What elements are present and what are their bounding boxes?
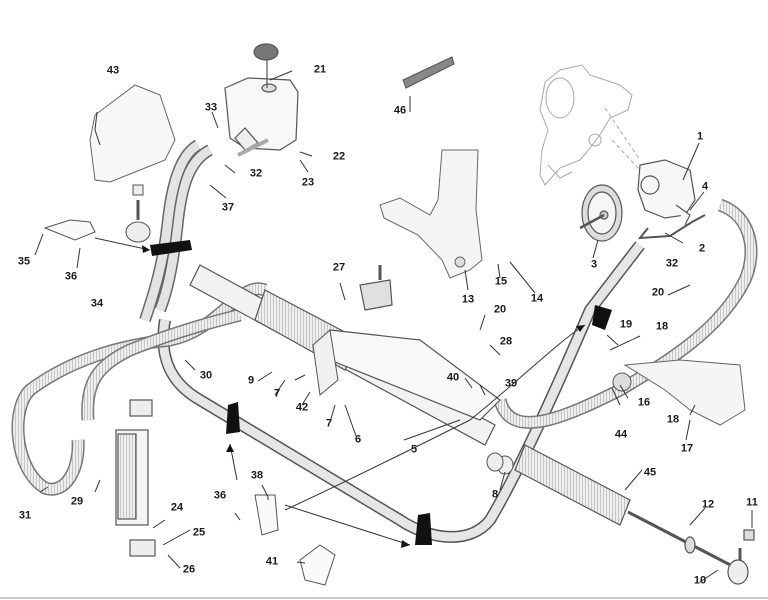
reservoir-hose-2-fill [140,141,201,322]
callout-36b: 36 [213,489,227,502]
corrugated-hose-left [11,282,268,496]
callout-11: 11 [746,496,758,509]
ball-joint-left [125,184,151,243]
rack-bush [486,452,514,475]
engine-block-ghost [539,64,641,186]
callout-8: 8 [491,488,499,501]
callout-45: 45 [643,466,657,479]
pad [402,56,455,89]
callout-42: 42 [295,401,309,414]
callout-34: 34 [90,297,104,310]
bottom-border [0,597,768,599]
callout-3: 3 [590,258,598,271]
hose-clamps [150,240,612,545]
callout-29: 29 [70,495,84,508]
callout-33: 33 [204,101,218,114]
callout-5: 5 [410,443,418,456]
callout-16: 16 [637,396,651,409]
callout-26: 26 [182,563,196,576]
callout-44: 44 [614,428,628,441]
leader-lines [34,70,753,583]
mounting-bracket [379,149,483,279]
arrow-heads [142,245,585,548]
heat-shield [623,359,746,426]
oil-cooler [115,399,156,557]
callout-32a: 32 [249,167,263,180]
pump-pulley [579,184,623,242]
callout-21: 21 [313,63,327,76]
callout-25: 25 [192,526,206,539]
callout-22: 22 [332,150,346,163]
fluid-reservoir [224,43,299,157]
callout-32b: 32 [665,257,679,270]
callout-46: 46 [393,104,407,117]
callout-6: 6 [354,433,362,446]
callout-7a: 7 [273,387,281,400]
corrugated-hose-right [493,198,758,429]
callout-19: 19 [619,318,633,331]
callout-20b: 20 [493,303,507,316]
callout-15: 15 [494,275,508,288]
callout-27: 27 [332,261,346,274]
power-steering-pump [637,159,696,226]
callout-28: 28 [499,335,513,348]
return-pipe [157,241,645,543]
callout-2: 2 [698,242,706,255]
callout-23: 23 [301,176,315,189]
callout-31: 31 [18,509,32,522]
pump-outlet-pipe [637,214,706,240]
callout-12: 12 [701,498,715,511]
callout-17: 17 [680,442,694,455]
callout-4: 4 [701,180,709,193]
callout-18b: 18 [666,413,680,426]
callout-1: 1 [696,130,704,143]
hose-grommet [612,372,632,392]
callout-9: 9 [247,374,255,387]
reservoir-bracket [89,84,176,183]
rack-clamp [312,329,339,396]
callout-41: 41 [265,555,279,568]
callout-40: 40 [446,371,460,384]
steering-rack [189,264,501,446]
callout-38: 38 [250,469,264,482]
callout-13: 13 [461,293,475,306]
p-clips [43,219,336,586]
callout-37: 37 [221,201,235,214]
callout-35: 35 [17,255,31,268]
callout-20a: 20 [651,286,665,299]
reservoir-hose-fill [155,145,213,312]
rack-gaiter [514,444,755,585]
callout-10: 10 [693,574,707,587]
callout-36a: 36 [64,270,78,283]
callout-30: 30 [199,369,213,382]
callout-43: 43 [106,64,120,77]
callout-18a: 18 [655,320,669,333]
callout-39: 39 [504,377,518,390]
callout-24: 24 [170,501,184,514]
callout-14: 14 [530,292,544,305]
callout-7b: 7 [325,417,333,430]
